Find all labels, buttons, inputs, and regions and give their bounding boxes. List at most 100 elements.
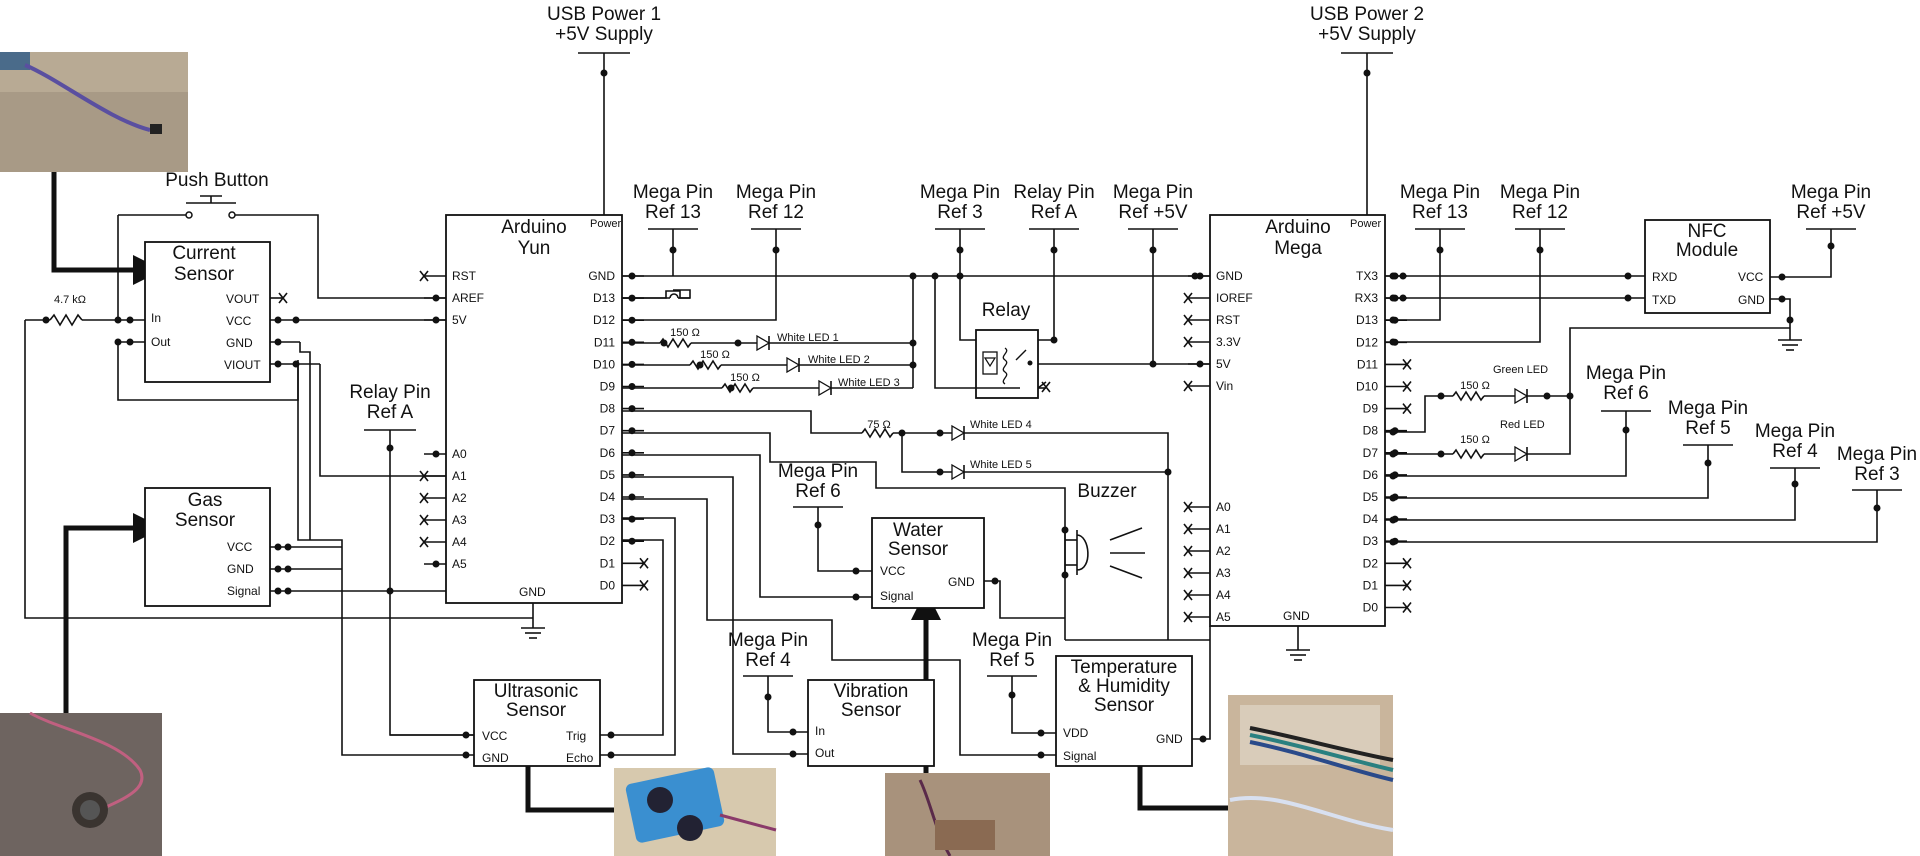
ref-relay-a: Relay Pin Ref A: [1013, 182, 1095, 230]
svg-text:Buzzer: Buzzer: [1077, 481, 1137, 502]
mega-pin-label: D12: [1356, 335, 1378, 349]
current-sensor: Current Sensor In Out VOUT VCC GND VIOUT: [144, 241, 271, 383]
yun-pin-label: A2: [452, 491, 467, 505]
svg-text:150 Ω: 150 Ω: [730, 372, 760, 384]
svg-text:RXD: RXD: [1652, 270, 1678, 284]
mega-pin-label: D7: [1363, 446, 1379, 460]
svg-text:Out: Out: [815, 746, 835, 760]
svg-text:Module: Module: [1676, 240, 1738, 261]
svg-text:Ref 5: Ref 5: [1685, 418, 1730, 439]
mega-pin-label: Vin: [1216, 379, 1233, 393]
svg-text:Echo: Echo: [566, 751, 594, 765]
svg-text:Ref 12: Ref 12: [748, 202, 804, 223]
yun-pin-label: A0: [452, 447, 467, 461]
yun-pin-label: D8: [600, 402, 616, 416]
yun-pin-label: D9: [600, 380, 616, 394]
svg-text:USB Power 1: USB Power 1: [547, 4, 661, 25]
water-sensor-photo: [885, 773, 1050, 856]
svg-text:Ref 4: Ref 4: [1772, 441, 1818, 462]
ultrasonic-sensor-photo: [614, 767, 777, 856]
svg-text:VCC: VCC: [227, 540, 253, 554]
svg-text:& Humidity: & Humidity: [1078, 676, 1170, 697]
yun-pin-label: D5: [600, 468, 616, 482]
svg-text:Ref 13: Ref 13: [1412, 202, 1468, 223]
svg-text:4.7 kΩ: 4.7 kΩ: [54, 294, 86, 306]
usb-power-1: USB Power 1 +5V Supply: [547, 4, 661, 215]
svg-text:VCC: VCC: [226, 314, 252, 328]
svg-text:Mega Pin: Mega Pin: [1500, 182, 1580, 203]
svg-text:Mega Pin: Mega Pin: [1668, 398, 1748, 419]
mega-pin-label: D0: [1363, 601, 1379, 615]
svg-text:Green LED: Green LED: [1493, 364, 1548, 376]
svg-text:GND: GND: [1738, 293, 1765, 307]
mega-pin-label: A5: [1216, 610, 1231, 624]
svg-text:Sensor: Sensor: [841, 700, 902, 721]
svg-text:Mega Pin: Mega Pin: [736, 182, 816, 203]
svg-text:150 Ω: 150 Ω: [700, 349, 730, 361]
svg-text:GND: GND: [1156, 732, 1183, 746]
svg-text:Arduino: Arduino: [501, 217, 567, 238]
yun-pin-label: D11: [594, 335, 615, 349]
svg-text:Ref 13: Ref 13: [645, 202, 701, 223]
ref-mega-5: Mega Pin Ref 5: [972, 630, 1056, 737]
svg-text:Ref 4: Ref 4: [745, 650, 791, 671]
arduino-mega: Arduino Mega Power GND GNDIOREFRST3.3V5V…: [1183, 214, 1412, 661]
current-sensor-wiring: 4.7 kΩ: [24, 292, 533, 756]
mega-pin-label: RX3: [1355, 291, 1379, 305]
yun-pin-label: D0: [600, 578, 616, 592]
svg-text:Yun: Yun: [518, 238, 551, 259]
svg-text:Arduino: Arduino: [1265, 217, 1331, 238]
svg-text:White LED 2: White LED 2: [808, 354, 870, 366]
gas-sensor-photo: [0, 711, 162, 856]
svg-text:Ref A: Ref A: [367, 402, 414, 423]
mega-pin-label: D2: [1363, 556, 1379, 570]
mega-pin-label: A0: [1216, 500, 1231, 514]
nfc-module: NFC Module RXD TXD VCC GND: [1644, 219, 1835, 351]
svg-text:Ref +5V: Ref +5V: [1118, 202, 1188, 223]
ref-mega-4-right: Mega Pin Ref 4: [1755, 421, 1835, 469]
svg-text:Mega Pin: Mega Pin: [1400, 182, 1480, 203]
mega-pin-label: A3: [1216, 566, 1231, 580]
ref-mega-5v-b: Mega Pin Ref +5V: [1791, 182, 1871, 230]
svg-text:Mega: Mega: [1274, 238, 1322, 259]
mega-pin-label: D10: [1356, 380, 1378, 394]
svg-text:Mega Pin: Mega Pin: [1755, 421, 1835, 442]
yun-pin-label: D6: [600, 446, 616, 460]
svg-text:Ultrasonic: Ultrasonic: [494, 681, 578, 702]
buzzer: Buzzer: [1064, 481, 1145, 579]
svg-text:Mega Pin: Mega Pin: [633, 182, 713, 203]
yun-pin-label: D4: [600, 490, 616, 504]
mega-pin-label: A2: [1216, 544, 1231, 558]
svg-text:VCC: VCC: [482, 729, 508, 743]
mega-pin-label: 3.3V: [1216, 335, 1241, 349]
yun-pin-label: A3: [452, 513, 467, 527]
yun-pin-label: A4: [452, 535, 467, 549]
water-sensor: Water Sensor VCC Signal GND: [871, 517, 985, 609]
svg-text:White LED 4: White LED 4: [970, 419, 1032, 431]
svg-text:Ref 3: Ref 3: [1854, 464, 1899, 485]
ref-mega-6: Mega Pin Ref 6: [778, 461, 872, 575]
yun-pin-label: D12: [593, 313, 615, 327]
ref-mega-5-right: Mega Pin Ref 5: [1668, 398, 1748, 446]
svg-text:In: In: [151, 311, 161, 325]
push-button: Push Button: [117, 170, 446, 320]
ref-mega-12: Mega Pin Ref 12: [736, 182, 816, 230]
yun-pin-label: D10: [593, 357, 615, 371]
mega-pin-label: D1: [1363, 578, 1379, 592]
svg-text:Signal: Signal: [1063, 749, 1096, 763]
svg-text:150 Ω: 150 Ω: [1460, 380, 1490, 392]
yun-pin-label: A5: [452, 557, 467, 571]
mega-pin-label: IOREF: [1216, 291, 1253, 305]
svg-text:Sensor: Sensor: [175, 510, 236, 531]
mega-pin-label: D13: [1356, 313, 1378, 327]
svg-text:Mega Pin: Mega Pin: [778, 461, 858, 482]
ultrasonic-sensor: Ultrasonic Sensor VCC GND Trig Echo: [390, 517, 676, 767]
svg-text:Mega Pin: Mega Pin: [1586, 363, 1666, 384]
mega-pin-label: D8: [1363, 424, 1379, 438]
mega-pin-label: A1: [1216, 522, 1231, 536]
gas-sensor: Gas Sensor VCC GND Signal: [144, 487, 446, 607]
svg-text:GND: GND: [226, 336, 253, 350]
ref-mega-13-b: Mega Pin Ref 13: [1400, 182, 1480, 230]
svg-text:Ref A: Ref A: [1031, 202, 1078, 223]
